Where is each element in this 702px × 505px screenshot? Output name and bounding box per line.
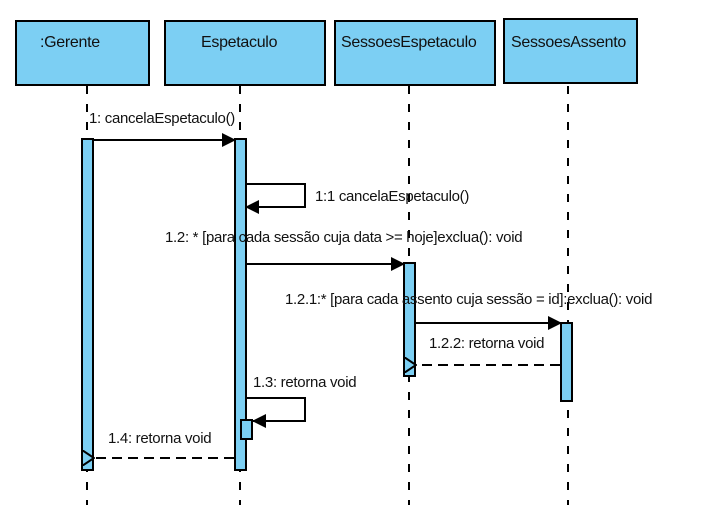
message-label-1-1: 1:1 cancelaEspetaculo()	[315, 188, 469, 205]
message-1-2[interactable]: 1.2: * [para cada sessão cuja data >= ho…	[165, 229, 523, 271]
lifeline-sessoes-assento[interactable]: SessoesAssento	[503, 18, 638, 505]
message-label-1-2-1: 1.2.1:* [para cada assento cuja sessão =…	[285, 291, 652, 308]
activation-gerente[interactable]	[81, 138, 94, 471]
message-arrow-1-3[interactable]	[246, 397, 306, 428]
message-label-1: 1: cancelaEspetaculo()	[89, 110, 235, 127]
message-1[interactable]: 1: cancelaEspetaculo()	[89, 110, 236, 147]
message-1-3[interactable]: 1.3: retorna void	[246, 374, 357, 428]
message-arrow-1-1[interactable]	[245, 183, 306, 214]
message-1-2-1[interactable]: 1.2.1:* [para cada assento cuja sessão =…	[285, 291, 652, 330]
activation-sessoes-assento[interactable]	[560, 322, 573, 402]
message-1-4[interactable]: 1.4: retorna void	[94, 430, 234, 458]
message-label-1-2-2: 1.2.2: retorna void	[429, 335, 544, 352]
message-1-2-2[interactable]: 1.2.2: retorna void	[416, 335, 560, 365]
lifeline-title-sessoes-espetaculo: SessoesEspetaculo	[341, 34, 477, 51]
activation-sessoes-espetaculo[interactable]	[403, 262, 416, 377]
lifeline-head-sessoes-assento[interactable]	[503, 18, 638, 84]
lifeline-title-gerente: :Gerente	[40, 34, 100, 51]
lifeline-sessoes-espetaculo[interactable]: SessoesEspetaculo	[334, 20, 496, 505]
message-label-1-3: 1.3: retorna void	[253, 374, 356, 391]
lifeline-head-gerente[interactable]	[15, 20, 150, 86]
lifeline-head-espetaculo[interactable]	[164, 20, 326, 86]
activation-espetaculo[interactable]	[234, 138, 247, 471]
lifeline-title-espetaculo: Espetaculo	[201, 34, 278, 51]
lifeline-title-sessoes-assento: SessoesAssento	[511, 34, 626, 51]
message-1-1[interactable]: 1:1 cancelaEspetaculo()	[245, 183, 470, 214]
lifeline-head-sessoes-espetaculo[interactable]	[334, 20, 496, 86]
message-label-1-4: 1.4: retorna void	[108, 430, 211, 447]
activation-espetaculo-nested[interactable]	[240, 419, 253, 440]
message-label-1-2: 1.2: * [para cada sessão cuja data >= ho…	[165, 229, 522, 246]
